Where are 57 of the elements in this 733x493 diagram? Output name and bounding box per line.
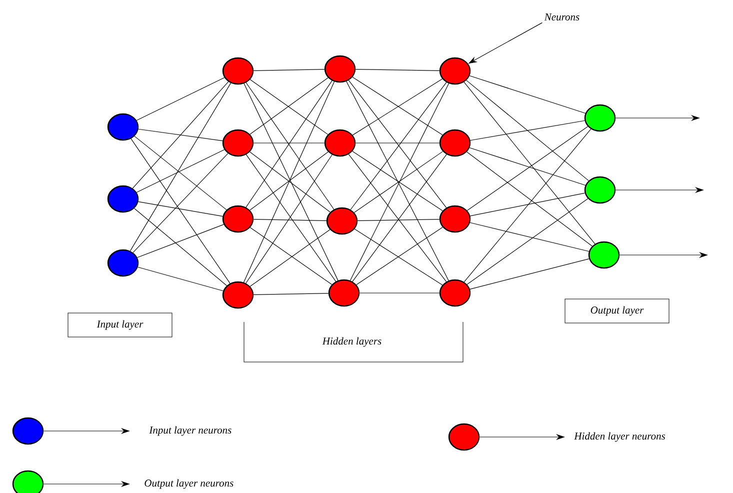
connection-line xyxy=(464,82,596,244)
neuron-circle xyxy=(326,207,358,235)
connection-line xyxy=(253,69,325,71)
connection-line xyxy=(132,81,229,189)
connection-line xyxy=(470,258,590,290)
connection-line xyxy=(466,198,588,285)
neuron-circle xyxy=(107,113,139,141)
neuron-circle xyxy=(222,205,254,233)
connection-line xyxy=(470,192,586,216)
connection-line xyxy=(253,142,325,144)
neuron-circle xyxy=(222,57,254,85)
neuron-circle xyxy=(584,176,616,204)
connection-line xyxy=(132,153,228,253)
connection-line xyxy=(359,292,440,294)
connection-line xyxy=(130,82,232,252)
layer-label-box: Input layer xyxy=(68,312,172,338)
neuron-circle xyxy=(107,185,139,213)
neuron-circle xyxy=(439,129,471,157)
neuron-circle xyxy=(324,55,356,83)
connection-line xyxy=(138,266,224,292)
neuron-circle xyxy=(439,205,471,233)
connection-line xyxy=(138,128,223,142)
neuron-circle xyxy=(439,57,471,85)
connection-line xyxy=(466,80,589,181)
neuron-circle xyxy=(107,249,139,277)
connection-line xyxy=(136,77,225,121)
connection-line xyxy=(357,218,440,222)
bracket-label: Hidden layers xyxy=(322,337,382,347)
connection-line xyxy=(134,208,228,286)
connection-line xyxy=(136,224,224,258)
connection-line xyxy=(470,120,585,141)
connection-line xyxy=(136,149,225,193)
neuron-circle xyxy=(584,104,616,132)
connection-line xyxy=(469,75,586,114)
legend-text: Input layer neurons xyxy=(149,426,232,436)
connection-line xyxy=(464,128,592,282)
connection-line xyxy=(469,147,586,186)
connection-line xyxy=(470,222,590,252)
legend-text: Output layer neurons xyxy=(144,479,234,489)
connection-line xyxy=(253,293,329,295)
callout-text: Neurons xyxy=(544,14,580,20)
connection-line xyxy=(138,201,223,217)
connection-line xyxy=(130,138,230,284)
connection-line xyxy=(466,152,592,246)
neuron-circle xyxy=(222,129,254,157)
neuron-circle xyxy=(588,241,620,269)
connection-line xyxy=(355,142,440,144)
neuron-circle xyxy=(439,279,471,307)
layer-label-box: Output layer xyxy=(564,298,670,324)
neuron-circle xyxy=(324,129,356,157)
connection-line xyxy=(355,68,440,72)
neuron-circle xyxy=(222,281,254,309)
connection-line xyxy=(253,219,327,221)
connection-line xyxy=(466,126,588,211)
legend-text: Hidden layer neurons xyxy=(574,432,666,442)
connection-line xyxy=(134,136,227,210)
neuron-circle xyxy=(328,279,360,307)
